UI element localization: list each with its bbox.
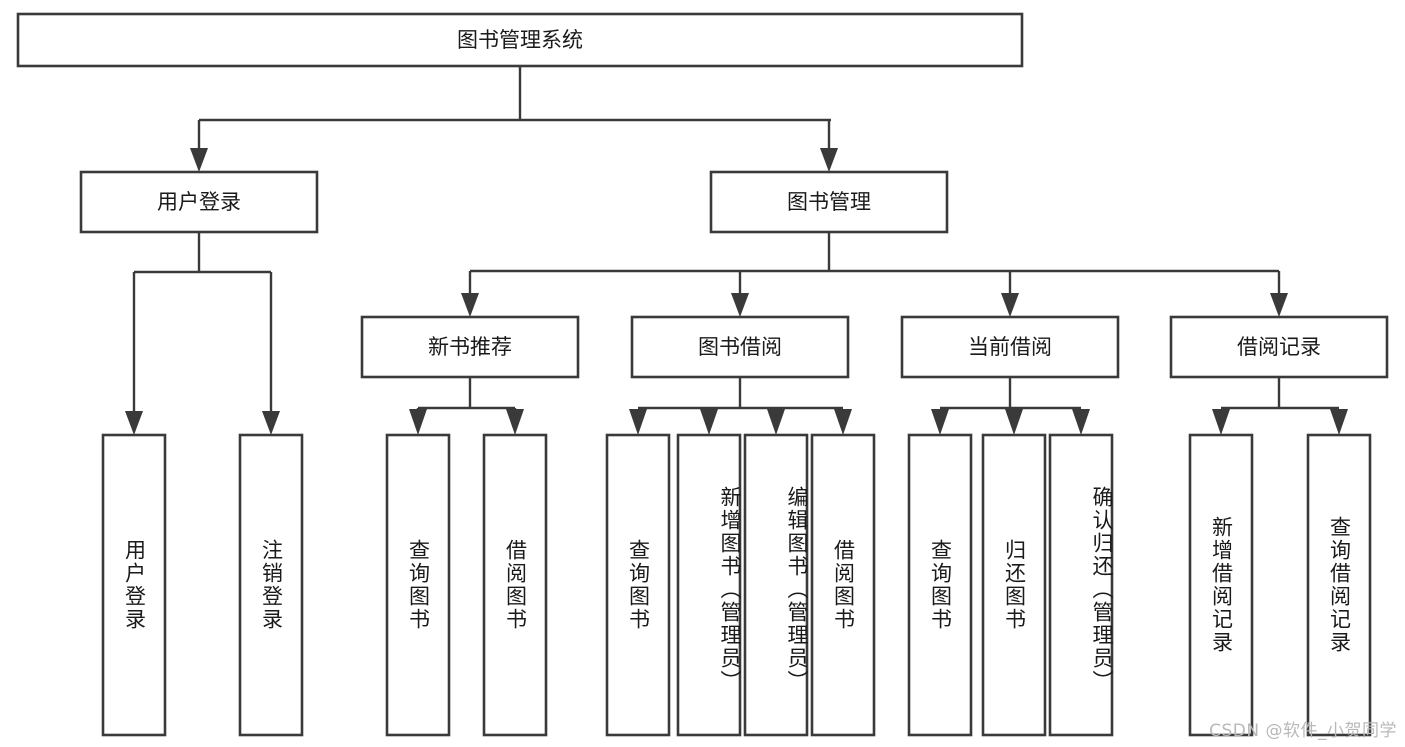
node-label-layer: 图书管理系统 用户登录 图书管理 新书推荐 图书借阅 当前借阅 借阅记录 [157, 28, 1321, 359]
arrow-to-leaf-add-record [1212, 409, 1230, 435]
arrow-to-new-book-rec [461, 293, 479, 317]
node-label-book-borrow: 图书借阅 [698, 335, 782, 359]
node-box-leaf-return-book[interactable] [981, 433, 1047, 737]
node-box-leaf-borrow-book-rec[interactable] [482, 433, 548, 737]
node-box-leaf-query-book-rec[interactable] [385, 433, 451, 737]
node-label-borrow-record: 借阅记录 [1237, 335, 1321, 359]
node-box-leaf-query-record[interactable] [1306, 433, 1372, 737]
node-box-leaf-query-book-borrow[interactable] [605, 433, 671, 737]
node-box-leaf-query-book-cur[interactable] [907, 433, 973, 737]
arrow-to-user-login [190, 148, 208, 172]
arrow-to-leaf-borrow-book-rec [506, 409, 524, 435]
arrow-to-leaf-confirm-return [1072, 409, 1090, 435]
arrow-to-leaf-edit-book [767, 409, 785, 435]
node-box-leaf-add-book[interactable] [676, 433, 742, 737]
node-box-borrow-record[interactable] [1169, 315, 1389, 379]
connector-layer [125, 66, 1348, 435]
node-label-book-manage: 图书管理 [787, 190, 871, 214]
node-label-root: 图书管理系统 [457, 28, 583, 52]
node-box-leaf-logout[interactable] [238, 433, 304, 737]
node-box-new-book-rec[interactable] [360, 315, 580, 379]
arrow-to-leaf-logout [262, 411, 280, 435]
arrow-to-leaf-borrow-book [834, 409, 852, 435]
node-label-user-login: 用户登录 [157, 190, 241, 214]
node-label-new-book-rec: 新书推荐 [428, 335, 512, 359]
arrow-to-leaf-add-book [700, 409, 718, 435]
node-box-leaf-add-record[interactable] [1188, 433, 1254, 737]
node-box-root[interactable] [16, 12, 1024, 68]
node-box-user-login[interactable] [79, 170, 319, 234]
arrow-to-book-borrow [731, 293, 749, 317]
arrow-to-leaf-query-book-rec [409, 409, 427, 435]
csdn-watermark: CSDN @软件_小贺同学 [1209, 721, 1397, 741]
arrow-to-borrow-record [1270, 293, 1288, 317]
node-box-leaf-borrow-book[interactable] [810, 433, 876, 737]
arrow-to-leaf-query-book-borrow [629, 409, 647, 435]
node-box-book-borrow[interactable] [630, 315, 850, 379]
node-box-current-borrow[interactable] [900, 315, 1120, 379]
node-box-layer [16, 12, 1389, 737]
node-box-leaf-user-login[interactable] [101, 433, 167, 737]
node-box-leaf-confirm-return[interactable] [1048, 433, 1114, 737]
arrow-to-leaf-query-book-cur [931, 409, 949, 435]
arrow-to-leaf-return-book [1005, 409, 1023, 435]
node-box-leaf-edit-book[interactable] [743, 433, 809, 737]
arrow-to-current-borrow [1001, 293, 1019, 317]
arrow-to-leaf-user-login [125, 411, 143, 435]
node-box-book-manage[interactable] [709, 170, 949, 234]
node-label-current-borrow: 当前借阅 [968, 335, 1052, 359]
arrow-to-book-manage [820, 148, 838, 172]
arrow-to-leaf-query-record [1330, 409, 1348, 435]
